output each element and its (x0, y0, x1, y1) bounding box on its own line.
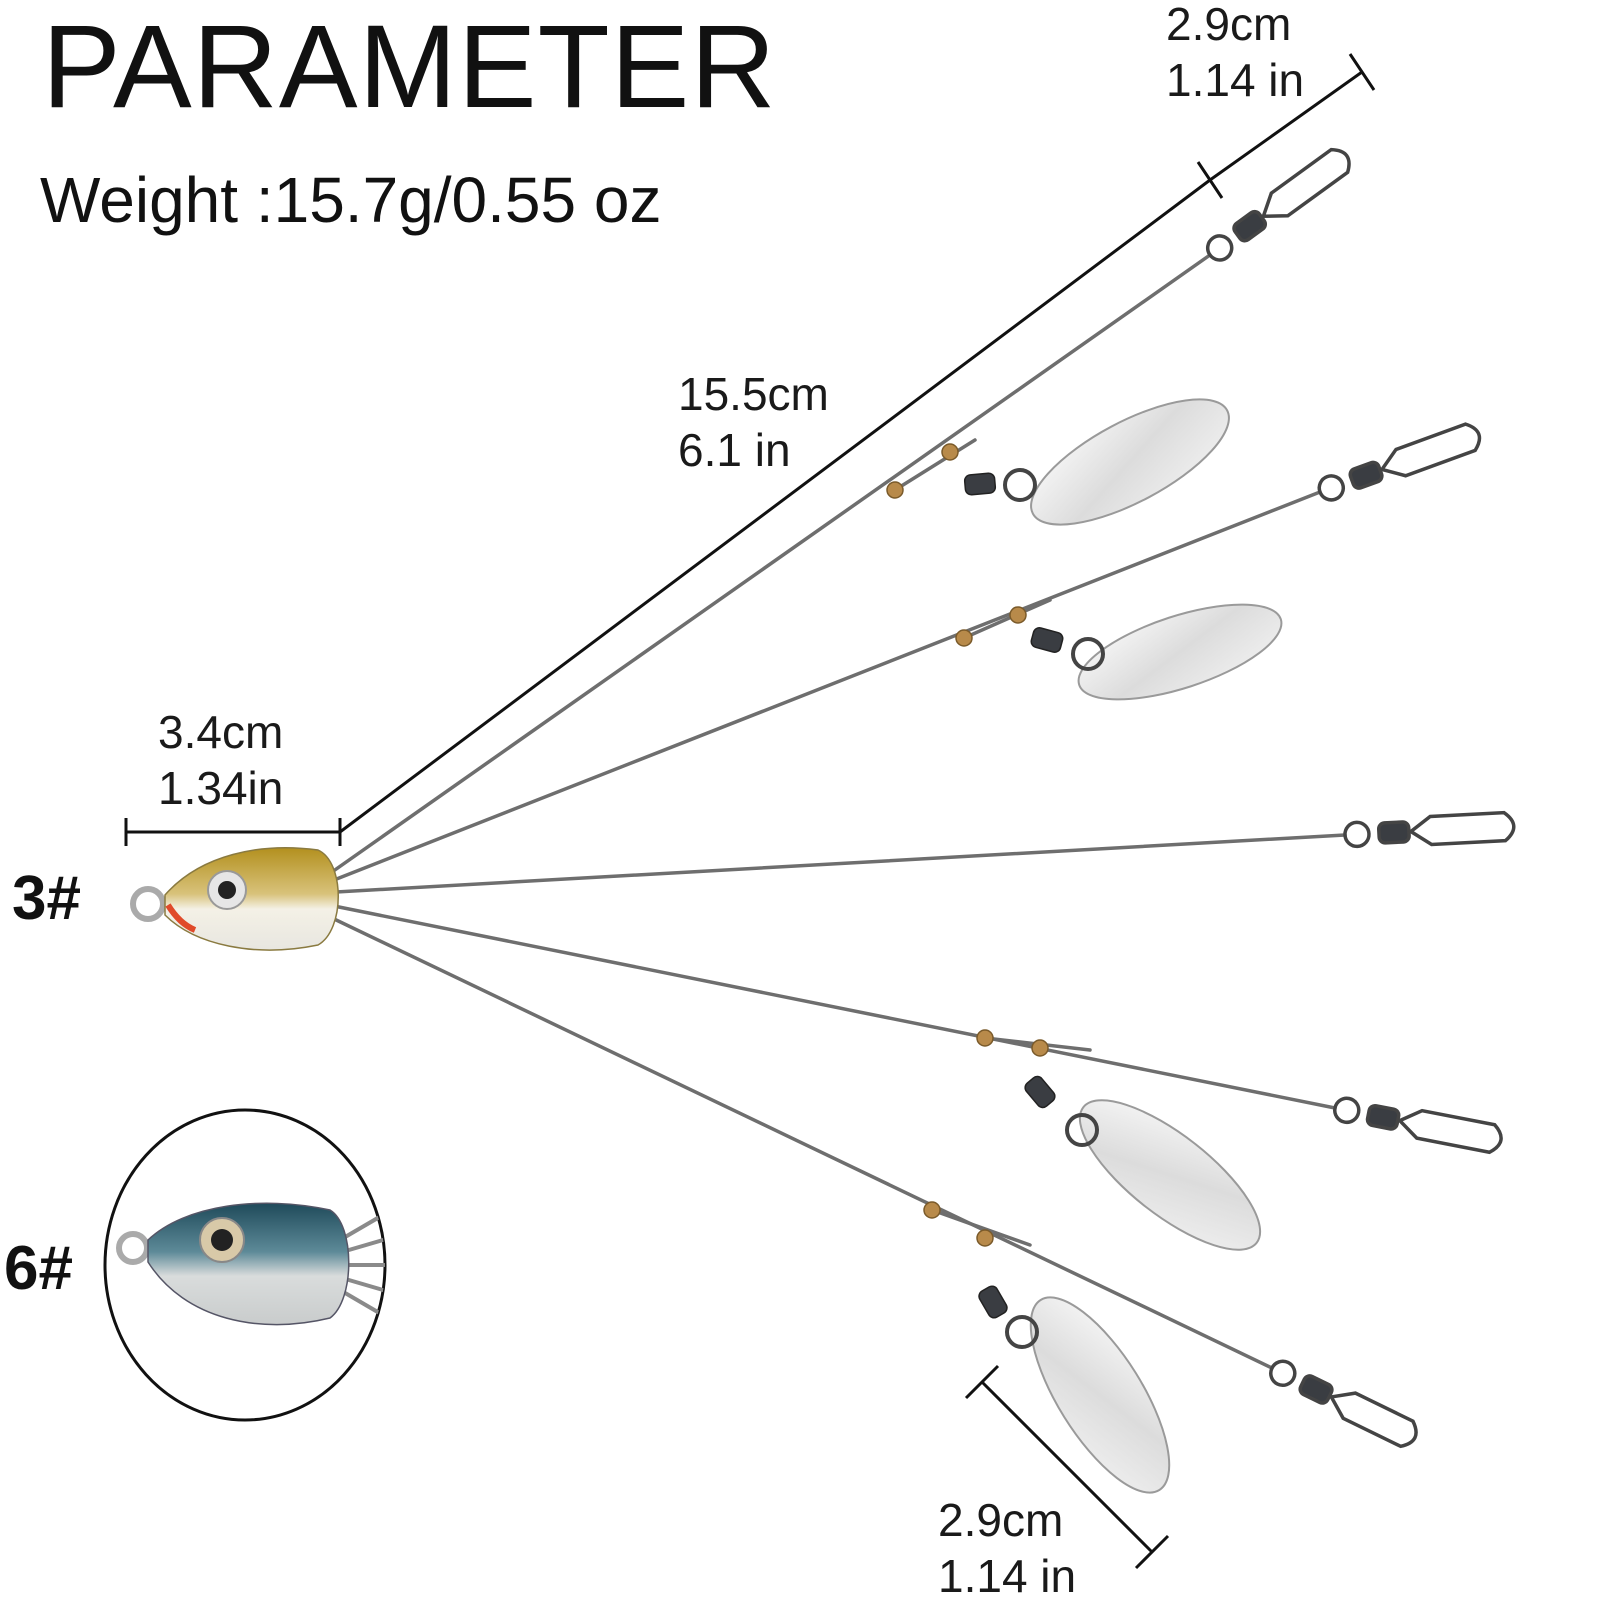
blade-4 (1078, 1099, 1262, 1251)
top-snap-cm: 2.9cm (1166, 0, 1292, 50)
snap-swivel-2 (1317, 422, 1482, 502)
model-label-inset: 6# (4, 1234, 73, 1303)
blade-dimension-line (980, 1380, 1154, 1554)
ring-icon (1003, 468, 1037, 502)
wire-arm-5 (330, 916, 1274, 1370)
snap-swivel-5 (1269, 1359, 1418, 1449)
top-snap-dimension-line (1209, 70, 1363, 182)
ring-icon (1005, 1315, 1039, 1349)
head-length-measurement: 3.4cm 1.34in (158, 704, 283, 816)
bead-icon (923, 1201, 941, 1219)
top-snap-measurement: 2.9cm 1.14 in (1166, 0, 1304, 108)
bead-icon (1031, 1039, 1049, 1057)
blade-2 (1077, 603, 1283, 701)
bead-icon (976, 1029, 994, 1047)
ring-icon (1065, 1113, 1099, 1147)
page-title: PARAMETER (42, 1, 777, 133)
dimension-lines (124, 53, 1376, 1570)
bead-icon (955, 629, 973, 647)
head-length-cm: 3.4cm (158, 706, 284, 758)
snap-swivel-1 (1205, 147, 1351, 262)
pupil-icon (218, 881, 236, 899)
blade-branch-2 (962, 598, 1052, 640)
jig-head-3 (130, 847, 339, 951)
snap-swivel-4 (1333, 1096, 1503, 1155)
blade-swivels (963, 472, 1064, 1319)
head-length-inch: 1.34in (158, 762, 284, 814)
bead-icon (941, 443, 959, 461)
blade-1 (1030, 398, 1230, 526)
blade-5 (1029, 1296, 1171, 1494)
blade-length-measurement: 2.9cm 1.14 in (938, 1492, 1076, 1604)
bead-icon (886, 481, 904, 499)
blade-dimension-tick-2 (1134, 1534, 1170, 1570)
wire-arm-1 (330, 253, 1212, 874)
bead-icon (976, 1229, 994, 1247)
jig-head-6-inset (103, 1108, 387, 1422)
blade-branch-1 (893, 438, 977, 492)
head-body (164, 847, 339, 951)
wire-arm-2 (332, 490, 1322, 882)
brass-beads (886, 443, 1049, 1247)
swivel-icon (1030, 627, 1064, 653)
arm-length-inch: 6.1 in (678, 424, 791, 476)
blade-dimension-tick-1 (964, 1364, 1000, 1400)
end-snaps (1205, 147, 1516, 1449)
spinner-blades (1029, 398, 1283, 1494)
blade-branch-5 (930, 1208, 1032, 1247)
arm-length-dimension-line (339, 178, 1211, 834)
head-gill-accent (165, 903, 197, 933)
bead-icon (1009, 606, 1027, 624)
top-snap-inch: 1.14 in (1166, 54, 1305, 106)
top-snap-dimension-tick-2 (1348, 53, 1376, 91)
blade-rings (1003, 468, 1105, 1349)
swivel-icon (1024, 1075, 1056, 1109)
blade-length-inch: 1.14 in (938, 1550, 1077, 1602)
wire-arm-4 (332, 904, 1337, 1110)
arm-length-cm: 15.5cm (678, 368, 829, 420)
swivel-icon (978, 1285, 1008, 1319)
swivel-icon (963, 472, 997, 496)
blade-length-cm: 2.9cm (938, 1494, 1064, 1546)
arm-length-measurement: 15.5cm 6.1 in (678, 366, 829, 478)
snap-swivel-3 (1343, 810, 1516, 849)
pupil-icon (211, 1229, 233, 1251)
weight-label: Weight :15.7g/0.55 oz (40, 164, 662, 236)
model-label-main: 3# (12, 864, 81, 933)
ring-icon (1071, 637, 1105, 671)
wire-arm-3 (334, 833, 1347, 894)
line-tie-eye-icon (130, 886, 166, 922)
